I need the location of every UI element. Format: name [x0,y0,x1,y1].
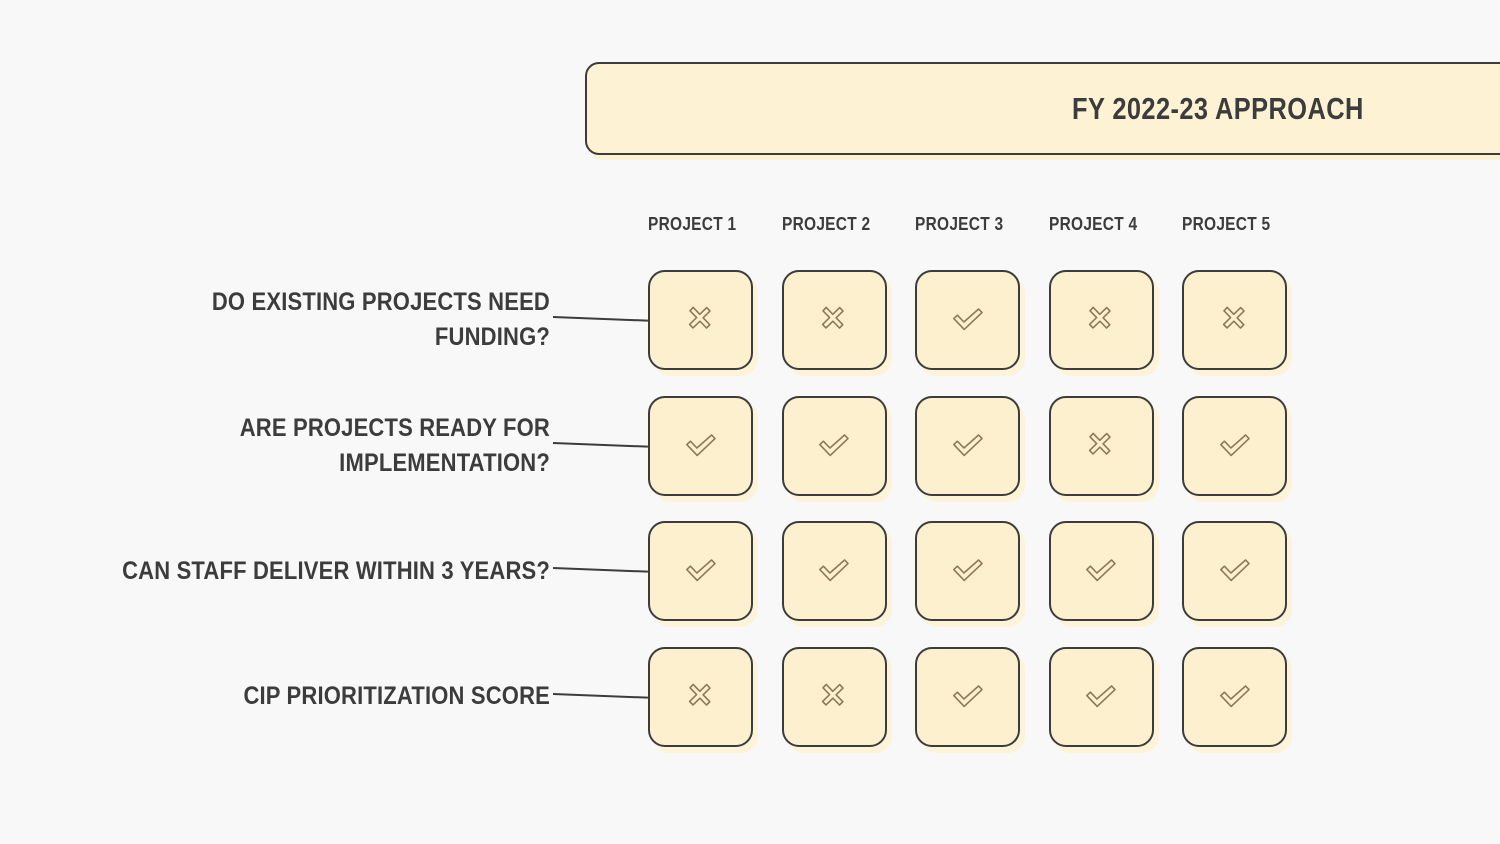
connector-line-3 [552,567,648,573]
connector-line-2 [552,441,648,448]
cross-icon [1079,298,1123,342]
connector-line-1 [552,316,648,322]
row-label-text: ARE PROJECTS READY FOR IMPLEMENTATION? [239,413,551,477]
row-label-4: CIP PRIORITIZATION SCORE [30,657,550,737]
matrix-cell[interactable] [915,521,1020,621]
title-banner: FY 2022-23 APPROACH [585,62,1500,155]
column-header-4: PROJECT 4 [1048,214,1137,234]
matrix-cell[interactable] [781,521,887,621]
matrix-cell[interactable] [648,646,753,747]
matrix-cell[interactable] [648,395,753,496]
row-label-text: DO EXISTING PROJECTS NEED FUNDING? [211,288,550,351]
column-header-row: PROJECT 1 PROJECT 2 PROJECT 3 PROJECT 4 PROJ… [648,214,1300,242]
check-icon [946,675,990,719]
check-icon [1213,424,1257,468]
matrix-cell[interactable] [915,646,1020,747]
row-label-column: DO EXISTING PROJECTS NEED FUNDING? ARE PR… [30,0,550,844]
column-header-1: PROJECT 1 [648,214,737,234]
row-label-text: CIP PRIORITIZATION SCORE [243,682,550,710]
check-icon [812,424,856,468]
matrix-cell[interactable] [1182,646,1287,747]
matrix-cell[interactable] [648,270,753,370]
matrix-cell[interactable] [915,395,1020,496]
matrix-cell[interactable] [648,521,753,621]
matrix-cell[interactable] [1182,521,1287,621]
check-icon [1213,549,1257,593]
matrix-cell[interactable] [1048,270,1154,370]
check-icon [1079,675,1123,719]
row-label-1: DO EXISTING PROJECTS NEED FUNDING? [30,280,550,360]
cross-icon [679,675,723,719]
matrix-cell[interactable] [781,646,887,747]
check-icon [946,424,990,468]
check-icon [1213,675,1257,719]
matrix-cell[interactable] [1182,395,1287,496]
check-icon [946,549,990,593]
matrix-cell[interactable] [1182,270,1287,370]
column-header-5: PROJECT 5 [1182,214,1271,234]
cross-icon [812,675,856,719]
matrix-grid [648,270,1308,760]
check-icon [679,424,723,468]
cross-icon [1079,424,1123,468]
matrix-cell[interactable] [781,395,887,496]
check-icon [946,298,990,342]
check-icon [1079,549,1123,593]
matrix-cell[interactable] [1048,646,1154,747]
cross-icon [679,298,723,342]
row-label-text: CAN STAFF DELIVER WITHIN 3 YEARS? [122,556,550,585]
column-header-2: PROJECT 2 [781,214,870,234]
connector-line-4 [552,692,648,699]
row-label-2: ARE PROJECTS READY FOR IMPLEMENTATION? [30,406,550,486]
page-title: FY 2022-23 APPROACH [1072,90,1364,126]
column-header-3: PROJECT 3 [915,214,1004,234]
check-icon [812,549,856,593]
matrix-cell[interactable] [781,270,887,370]
check-icon [679,549,723,593]
cross-icon [1213,298,1257,342]
cross-icon [812,298,856,342]
row-label-3: CAN STAFF DELIVER WITHIN 3 YEARS? [30,531,550,611]
matrix-cell[interactable] [1048,521,1154,621]
matrix-cell[interactable] [1048,395,1154,496]
matrix-cell[interactable] [915,270,1020,370]
